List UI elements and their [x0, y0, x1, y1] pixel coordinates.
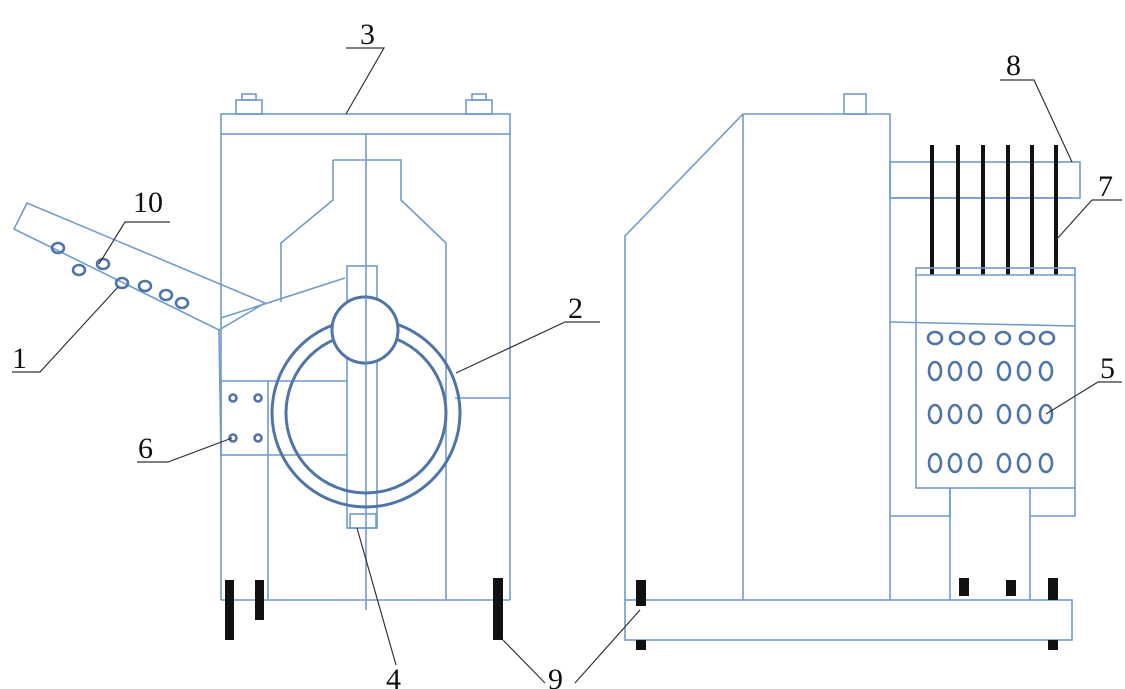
bracket-bolt	[253, 393, 263, 403]
screen-hole	[968, 330, 986, 346]
screen-hole	[947, 360, 963, 382]
screen-hole	[1018, 330, 1036, 346]
leader-10	[98, 221, 170, 265]
screen-hole	[948, 330, 966, 346]
chute-to-rotor-line	[220, 277, 346, 319]
base-foot-lower	[636, 640, 646, 650]
leader-2	[455, 321, 600, 374]
chute-hole	[137, 279, 153, 293]
leader-7	[1055, 199, 1122, 241]
front-view	[12, 93, 511, 640]
screen-holes	[926, 330, 1056, 474]
screen-hole	[926, 330, 944, 346]
chute-hole	[158, 288, 174, 302]
base-foot	[1006, 580, 1016, 596]
support-left-bracket	[890, 488, 951, 517]
base-foot	[959, 578, 969, 596]
base-foot	[1048, 578, 1058, 600]
vertical-rods	[930, 145, 1058, 275]
screen-hole	[967, 360, 983, 382]
screen-hole	[947, 403, 963, 425]
leader-4	[356, 527, 397, 666]
base-foot	[636, 580, 646, 606]
label-5: 5	[1100, 352, 1115, 385]
screen-cross-line	[889, 321, 1076, 327]
leader-9-left	[502, 639, 546, 684]
label-6: 6	[138, 432, 153, 465]
chute-hole	[71, 263, 87, 277]
base-foot-lower	[1048, 640, 1058, 650]
screen-hole	[927, 360, 943, 382]
screen-hole	[1016, 452, 1032, 474]
leader-lines	[12, 47, 1122, 684]
foot-left-outer	[225, 580, 234, 640]
screen-hole	[1038, 452, 1054, 474]
label-10: 10	[133, 186, 163, 219]
screen-hole	[947, 452, 963, 474]
shaft-tip	[349, 513, 377, 529]
main-housing	[624, 113, 891, 600]
label-7: 7	[1098, 170, 1113, 203]
top-bolt-left	[235, 99, 263, 115]
screen-hole	[1038, 403, 1054, 425]
leader-5	[1045, 381, 1122, 415]
hopper-right-profile	[333, 159, 447, 600]
label-2: 2	[568, 292, 583, 325]
support-right-bracket	[1030, 488, 1076, 517]
side-view	[624, 93, 1081, 650]
base-plate	[624, 599, 1073, 641]
screen-hole	[967, 452, 983, 474]
chute-hole	[114, 276, 130, 290]
chute-hole	[95, 257, 111, 271]
top-bolt-left-cap	[241, 93, 257, 101]
hopper-left-profile	[280, 160, 334, 302]
screen-hole	[996, 403, 1012, 425]
bracket-bolt	[253, 433, 263, 443]
screen-hole	[1016, 403, 1032, 425]
label-8: 8	[1006, 49, 1021, 82]
screen-hole	[1038, 330, 1056, 346]
label-4: 4	[386, 663, 401, 689]
leader-1	[12, 286, 119, 373]
leader-8	[1000, 79, 1073, 163]
screen-hole	[927, 452, 943, 474]
side-bracket	[220, 380, 269, 456]
top-bolt-right	[465, 99, 493, 115]
label-3: 3	[360, 18, 375, 51]
leader-6	[137, 437, 233, 463]
screen-hole	[967, 403, 983, 425]
part-labels: 3 10 1 2 6 4 8 7 5 9	[12, 18, 1115, 689]
bracket-bolt	[228, 393, 238, 403]
screen-hole	[1038, 360, 1054, 382]
upper-roller	[330, 295, 400, 365]
bracket-bolt	[228, 433, 238, 443]
top-bolt-right-cap	[471, 93, 487, 101]
screen-hole	[996, 360, 1012, 382]
screen-box	[915, 267, 1076, 489]
top-plate	[220, 113, 511, 135]
housing-top-nub	[843, 93, 867, 115]
screen-hole	[927, 403, 943, 425]
foot-left-inner	[255, 580, 264, 620]
label-1: 1	[12, 342, 27, 375]
chute-hole	[50, 241, 66, 255]
screen-hole	[994, 330, 1012, 346]
chute-hole	[174, 296, 190, 310]
label-9: 9	[548, 663, 563, 689]
leader-3	[345, 47, 386, 115]
screen-hole	[1016, 360, 1032, 382]
chute-holes	[50, 241, 190, 310]
leader-9-right	[574, 609, 641, 684]
screen-hole	[996, 452, 1012, 474]
foot-right	[493, 578, 503, 640]
